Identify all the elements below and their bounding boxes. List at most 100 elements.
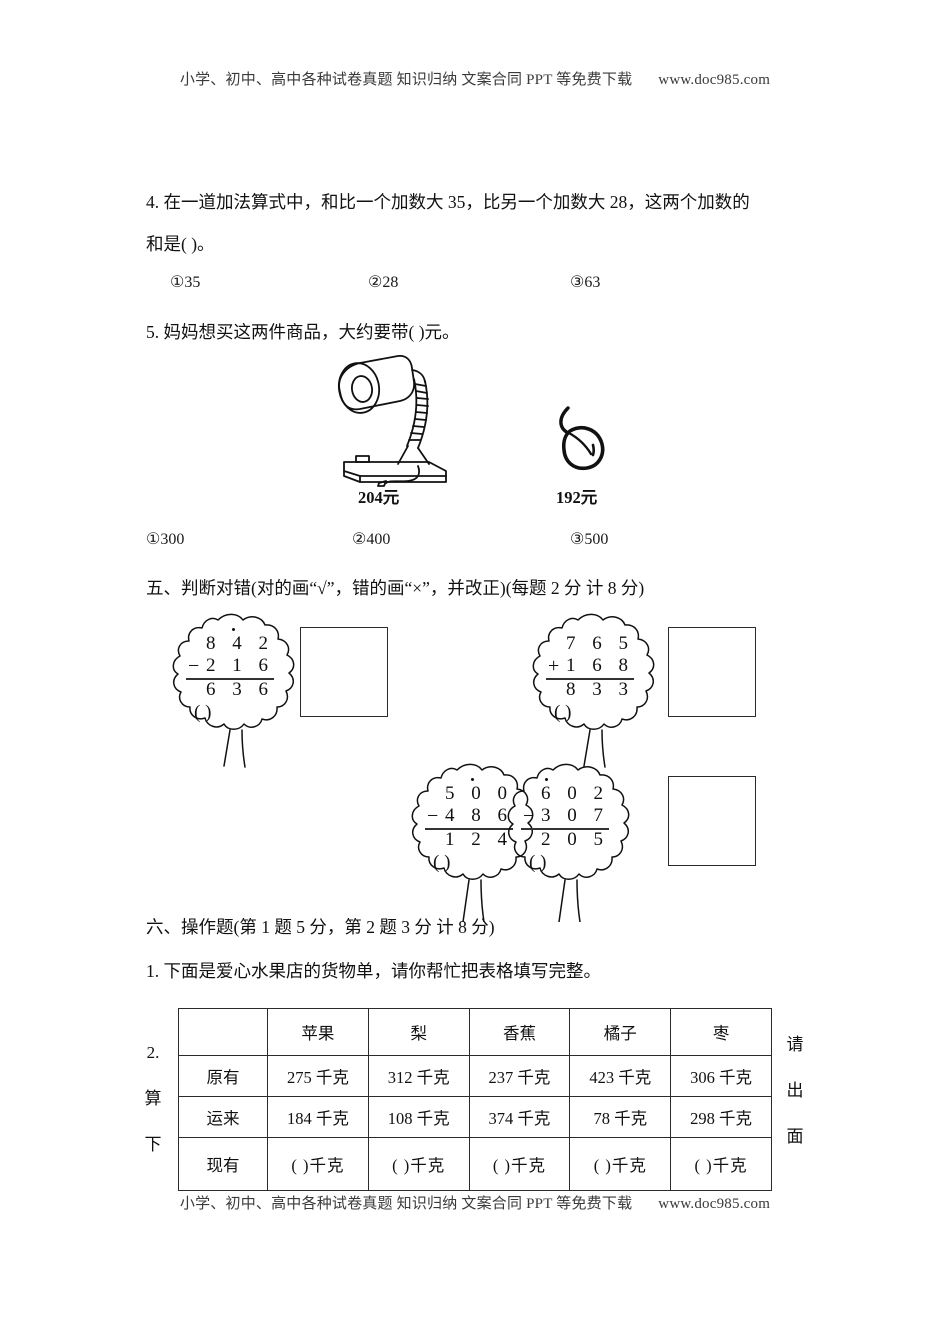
section-5-heading: 五、判断对错(对的画“√”，错的画“×”，并改正)(每题 2 分 计 8 分) [146,578,645,598]
sum-result-digits: 1 2 4 [445,829,513,850]
tree-problem-2: 7 6 5 + 1 6 8 8 3 3 ( ) [518,612,678,772]
sum-rule [546,678,634,680]
option-marker: ② [352,531,367,548]
option-3[interactable]: ③500 [570,529,608,549]
option-3[interactable]: ③63 [570,272,600,292]
option-marker: ① [146,531,161,548]
wrap-right-line-3: 面 [786,1127,804,1146]
sum-mid-digits: 4 8 6 [445,805,513,826]
wrap-right-line-2: 出 [786,1081,804,1100]
row-header-delivered: 运来 [178,1096,268,1138]
row-header-current: 现有 [178,1137,268,1191]
cell-delivered-orange: 78 千克 [569,1096,672,1138]
sum-operator: + [548,655,560,677]
footer-watermark-url: www.doc985.com [658,1196,771,1212]
header-watermark-url: www.doc985.com [658,72,771,88]
option-text: 63 [584,274,601,291]
table-row-current: 现有 ( )千克 ( )千克 ( )千克 ( )千克 ( )千克 [178,1137,772,1191]
sum-mid-row: − 4 8 6 [427,805,513,828]
sum-rule [521,828,609,830]
judgement-paren[interactable]: ( ) [554,702,572,723]
carry-dot [471,778,474,781]
vertical-sum: 5 0 0 − 4 8 6 1 2 4 [425,778,513,852]
sum-result-digits: 8 3 3 [566,679,634,700]
sum-result-row: 6 3 6 [204,678,274,702]
cell-current-jujube[interactable]: ( )千克 [670,1137,772,1191]
column-header-orange: 橘子 [569,1008,672,1056]
tree-icon [532,613,655,768]
cell-original-apple: 275 千克 [267,1055,369,1097]
footer-watermark-text: 小学、初中、高中各种试卷真题 知识归纳 文案合同 PPT 等免费下载 [179,1196,633,1212]
sum-top-row: 5 0 0 [443,778,513,806]
tree-icon [172,613,295,768]
tree-problem-1: 8 4 2 − 2 1 6 6 3 6 ( ) [158,612,318,772]
tree-icon [411,763,534,922]
computer-mouse-price: 192元 [556,488,598,507]
cell-current-pear[interactable]: ( )千克 [367,1137,470,1191]
sum-operator: − [427,805,439,827]
question-5-line-1: 5. 妈妈想买这两件商品，大约要带( )元。 [146,322,460,342]
option-marker: ② [368,274,383,291]
vertical-sum: 6 0 2 − 3 0 7 2 0 5 [521,778,609,852]
sum-top-digits: 6 0 2 [541,783,609,804]
desk-lamp-icon [337,355,447,487]
sum-rule [186,678,274,680]
sum-rule [425,828,513,830]
option-text: 400 [366,531,391,548]
sum-mid-digits: 1 6 8 [566,655,634,676]
option-marker: ③ [570,274,585,291]
judgement-paren[interactable]: ( ) [529,852,547,873]
sum-result-digits: 6 3 6 [206,679,274,700]
cell-current-orange[interactable]: ( )千克 [569,1137,672,1191]
carry-dot [545,778,548,781]
judgement-paren[interactable]: ( ) [194,702,212,723]
desk-lamp-price: 204元 [358,488,400,507]
sum-mid-row: − 2 1 6 [188,655,274,678]
wrap-right-line-1: 请 [786,1035,804,1054]
cell-original-orange: 423 千克 [569,1055,672,1097]
sum-result-digits: 2 0 5 [541,829,609,850]
column-header-banana: 香蕉 [468,1008,571,1056]
option-text: 300 [160,531,185,548]
cell-current-apple[interactable]: ( )千克 [267,1137,369,1191]
sum-top-row: 6 0 2 [539,778,609,806]
table-row-delivered: 运来 184 千克 108 千克 374 千克 78 千克 298 千克 [178,1096,772,1138]
column-header-jujube: 枣 [670,1008,772,1056]
cell-original-jujube: 306 千克 [670,1055,772,1097]
sum-result-row: 1 2 4 [443,828,513,852]
sum-mid-row: + 1 6 8 [548,655,634,678]
sum-operator: − [188,655,200,677]
sum-top-row: 8 4 2 [204,628,274,656]
option-marker: ① [170,274,185,291]
wrap-left-line-1: 2. [146,1043,160,1062]
correction-box-1[interactable] [300,627,388,717]
tree-icon [507,763,630,922]
sum-operator: − [523,805,535,827]
correction-box-3[interactable] [668,776,756,866]
sum-top-digits: 8 4 2 [206,633,274,654]
correction-box-2[interactable] [668,627,756,717]
option-text: 500 [584,531,609,548]
wrap-left-line-3: 下 [144,1135,162,1154]
option-text: 35 [184,274,201,291]
option-1[interactable]: ①300 [146,529,184,549]
computer-mouse-icon [559,406,605,471]
option-1[interactable]: ①35 [170,272,200,292]
cell-original-pear: 312 千克 [367,1055,470,1097]
option-2[interactable]: ②28 [368,272,398,292]
cell-delivered-pear: 108 千克 [367,1096,470,1138]
sum-top-digits: 5 0 0 [445,783,513,804]
cell-delivered-apple: 184 千克 [267,1096,369,1138]
option-2[interactable]: ②400 [352,529,390,549]
wrap-left-line-2: 算 [144,1089,162,1108]
fruit-inventory-table: 苹果 梨 香蕉 橘子 枣 原有 275 千克 312 千克 237 千克 423… [178,1008,772,1191]
vertical-sum: 8 4 2 − 2 1 6 6 3 6 [186,628,274,702]
sum-mid-row: − 3 0 7 [523,805,609,828]
column-header-apple: 苹果 [267,1008,369,1056]
section-6-heading: 六、操作题(第 1 题 5 分，第 2 题 3 分 计 8 分) [146,917,495,937]
question-4-line-2: 和是( )。 [146,234,215,254]
judgement-paren[interactable]: ( ) [433,852,451,873]
vertical-sum: 7 6 5 + 1 6 8 8 3 3 [546,633,634,702]
cell-current-banana[interactable]: ( )千克 [468,1137,571,1191]
